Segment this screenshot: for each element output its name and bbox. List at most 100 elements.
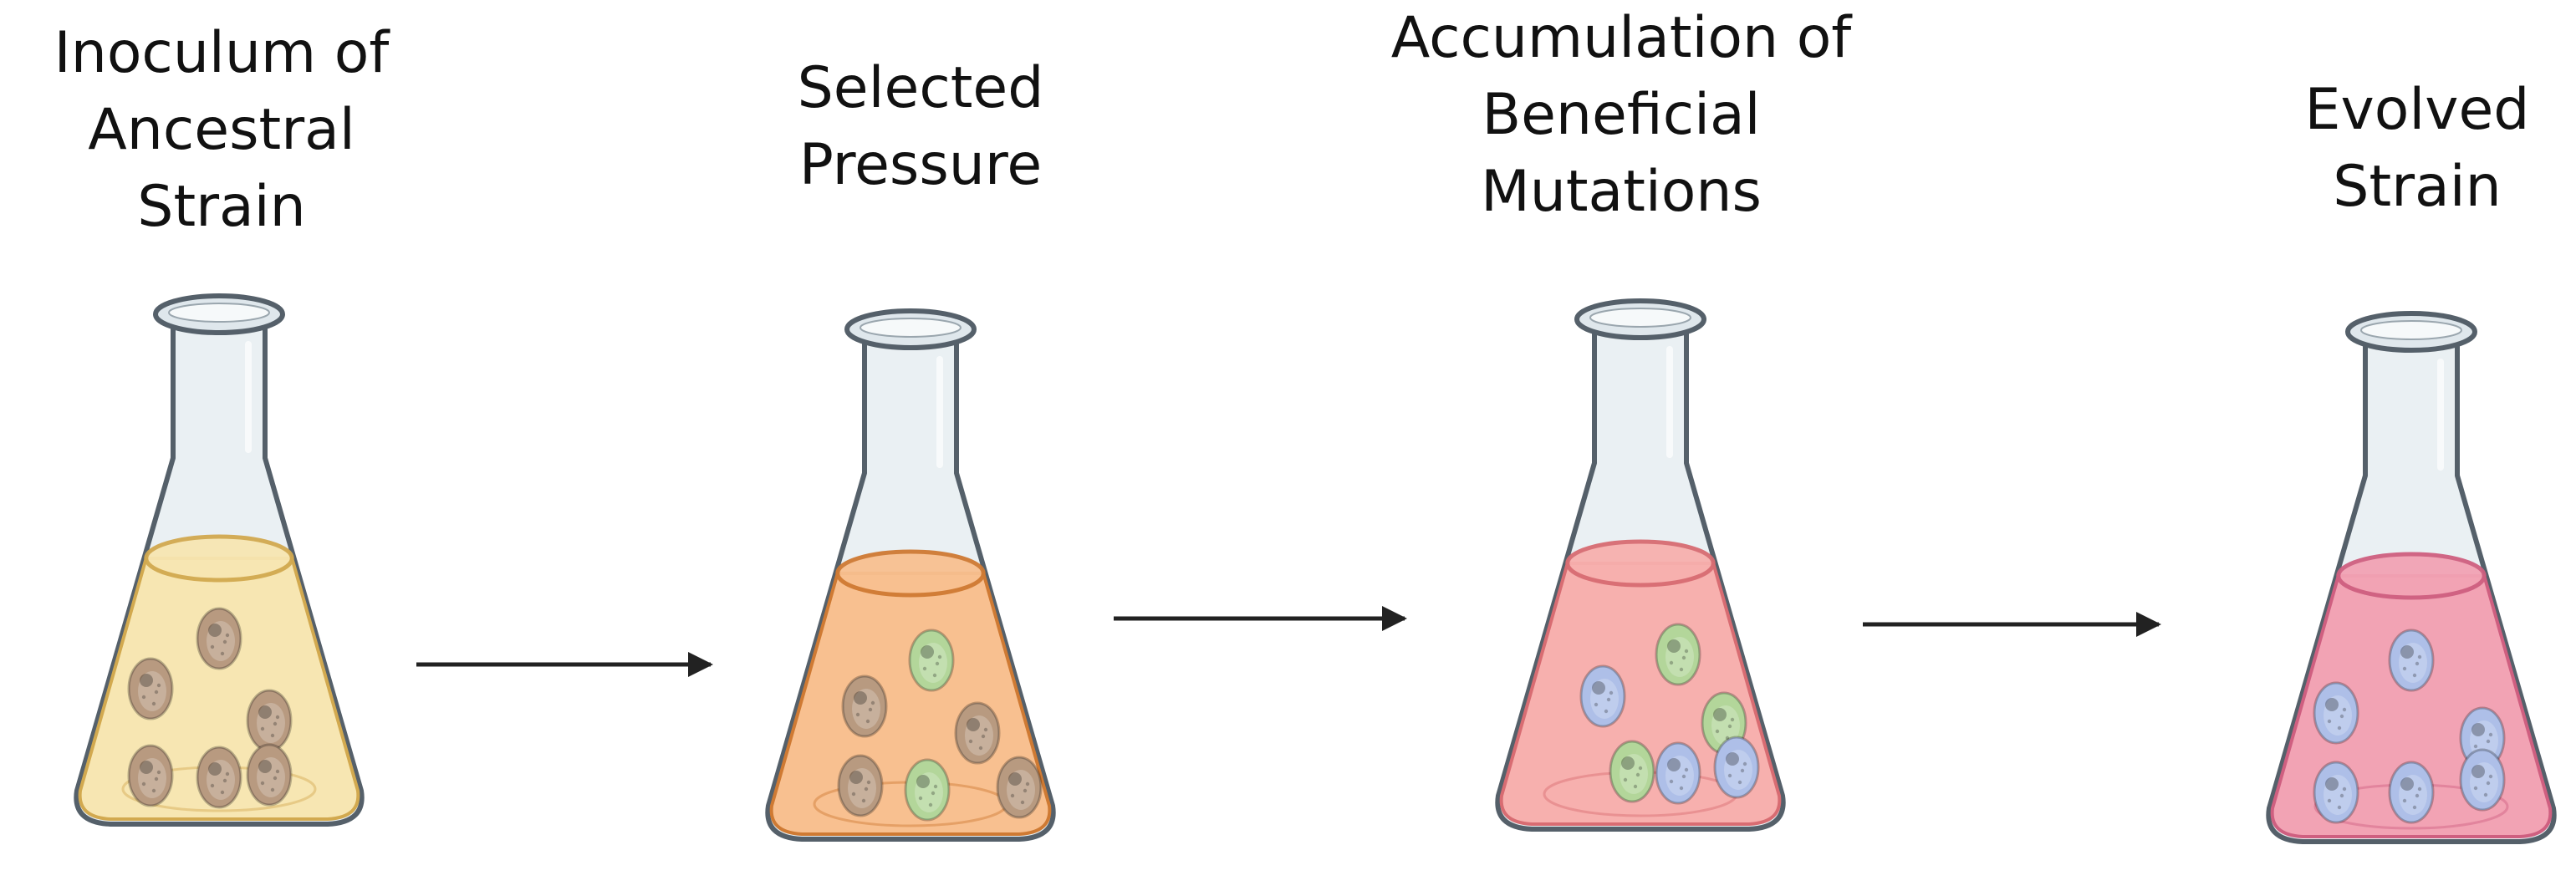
cell-nucleus (1667, 639, 1681, 653)
cell-granule (2488, 732, 2493, 737)
cell-cytoplasm (207, 760, 235, 800)
stage-title-line: Ancestral (88, 97, 355, 163)
cell-granule (851, 792, 856, 797)
cell-cytoplasm (2399, 775, 2427, 815)
cell-cytoplasm (257, 757, 285, 797)
cell-granule (2417, 787, 2422, 792)
cell-green (908, 629, 955, 692)
cell-granule (855, 712, 860, 717)
cell-granule (1604, 709, 1609, 714)
cell-cytoplasm (2399, 643, 2427, 683)
cell-granule (1742, 761, 1747, 766)
cell-cytoplasm (848, 768, 876, 808)
flask-mouth (1589, 308, 1691, 328)
cell-granule (273, 776, 278, 781)
cell-granule (2402, 666, 2407, 671)
cell-nucleus (258, 760, 272, 773)
cell-granule (275, 715, 280, 720)
flask-liquid (769, 572, 1052, 836)
stage-title-accumulation: Accumulation of Beneficial Mutations (1391, 0, 1852, 231)
cell-granule (1725, 736, 1730, 741)
cell-granule (2486, 781, 2491, 786)
cell-granule (1606, 697, 1611, 702)
cell-granule (222, 778, 227, 783)
cell-body (908, 629, 955, 692)
cell-cytoplasm (2324, 695, 2352, 736)
cell-nucleus (208, 762, 222, 776)
cell-granule (981, 734, 986, 739)
cell-granule (2412, 805, 2417, 810)
cell-body (996, 756, 1043, 819)
cell-granule (1730, 717, 1735, 722)
cell-nucleus (208, 624, 222, 637)
cell-granule (932, 673, 937, 678)
cell-granule (866, 780, 871, 785)
cell-brown (996, 756, 1043, 819)
cell-cytoplasm (2470, 762, 2498, 802)
cell-granule (2483, 792, 2488, 797)
cell-cytoplasm (1590, 679, 1619, 719)
cell-nucleus (854, 691, 867, 705)
flask-3 (1495, 298, 1786, 832)
cell-granule (270, 787, 275, 792)
cell-blue (1713, 736, 1760, 799)
cell-granule (1010, 793, 1015, 798)
cell-granule (2337, 805, 2342, 810)
stage-title-evolved-strain: Evolved Strain (2305, 72, 2530, 226)
cell-blue (2388, 761, 2435, 824)
cell-granule (2339, 793, 2344, 798)
cell-granule (928, 802, 933, 807)
cell-granule (2342, 787, 2347, 792)
cell-nucleus (916, 775, 930, 788)
cell-granule (1623, 777, 1628, 782)
cell-blue (1655, 741, 1701, 805)
stage-title-line: Strain (137, 174, 306, 240)
cell-nucleus (140, 674, 153, 687)
cell-brown (841, 675, 888, 738)
cell-brown (246, 689, 293, 752)
cell-cytoplasm (2324, 775, 2352, 815)
cell-nucleus (1726, 752, 1739, 766)
cell-granule (978, 746, 983, 751)
cell-nucleus (258, 705, 272, 719)
cell-body (127, 657, 174, 720)
cell-granule (2402, 798, 2407, 803)
cell-cytoplasm (1620, 754, 1648, 794)
cell-granule (1635, 772, 1640, 777)
cell-cytoplasm (1665, 756, 1694, 796)
cell-granule (156, 770, 161, 775)
cell-granule (937, 654, 942, 659)
flask-mouth (168, 303, 270, 323)
cell-granule (156, 683, 161, 688)
cell-body (2388, 761, 2435, 824)
cell-granule (2488, 774, 2493, 779)
cell-granule (2327, 719, 2332, 724)
cell-cytoplasm (919, 643, 947, 683)
cell-nucleus (1008, 772, 1022, 786)
cell-brown (246, 743, 293, 807)
cell-granule (225, 633, 230, 638)
cell-granule (273, 721, 278, 726)
cell-body (1655, 741, 1701, 805)
cell-body (954, 701, 1001, 765)
cell-body (1579, 664, 1626, 728)
cell-granule (260, 781, 265, 786)
cell-blue (1579, 664, 1626, 728)
cell-brown (954, 701, 1001, 765)
flask-1 (74, 293, 365, 827)
cell-granule (275, 769, 280, 774)
cell-granule (864, 787, 869, 792)
cell-granule (870, 700, 875, 705)
cell-granule (154, 776, 159, 781)
cell-granule (151, 701, 156, 706)
cell-cytoplasm (1665, 637, 1694, 677)
cell-brown (196, 746, 242, 809)
cell-granule (1020, 800, 1025, 805)
cell-body (2388, 629, 2435, 692)
cell-granule (968, 739, 973, 744)
cell-granule (1669, 779, 1674, 784)
cell-brown (127, 657, 174, 720)
cell-cytoplasm (1007, 770, 1035, 810)
cell-granule (1737, 780, 1742, 785)
